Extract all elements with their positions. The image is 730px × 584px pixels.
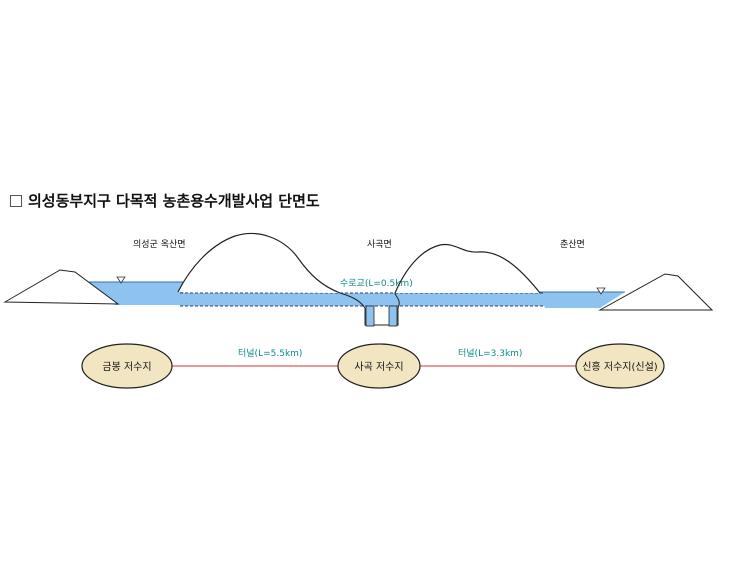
aqueduct-label: 수로교(L=0.5km) <box>340 278 413 289</box>
reservoir-node-sinheung <box>575 343 665 389</box>
water-channel <box>180 293 545 306</box>
aqueduct-pier-right <box>388 305 398 327</box>
water-level-marker-left <box>116 276 126 284</box>
reservoir-label-sinheung: 신흥 저수지(신설) <box>582 360 657 373</box>
left-mountain <box>177 232 341 294</box>
reservoir-node-sagok <box>337 343 421 389</box>
reservoir-label-sagok: 사곡 저수지 <box>354 361 403 373</box>
title-text: 의성동부지구 다목적 농촌용수개발사업 단면도 <box>28 192 320 210</box>
aqueduct-pier-left <box>365 305 375 327</box>
region-label-center: 사곡면 <box>367 239 392 250</box>
right-mountain <box>394 243 541 294</box>
left-embankment <box>3 269 120 305</box>
aqueduct-bridge <box>339 292 400 326</box>
region-label-left: 의성군 옥산면 <box>133 239 186 250</box>
reservoir-node-geumbong <box>81 343 173 389</box>
water-level-marker-right <box>596 287 606 295</box>
region-label-right: 춘산면 <box>560 239 585 250</box>
tunnel-label-2: 터널(L=3.3km) <box>458 348 522 359</box>
water-right <box>540 292 625 308</box>
reservoir-label-geumbong: 금봉 저수지 <box>102 361 151 373</box>
tunnel-label-1: 터널(L=5.5km) <box>238 348 302 359</box>
checkbox-square-icon <box>10 194 22 207</box>
right-embankment <box>598 273 714 311</box>
diagram-title: 의성동부지구 다목적 농촌용수개발사업 단면도 <box>10 190 320 211</box>
